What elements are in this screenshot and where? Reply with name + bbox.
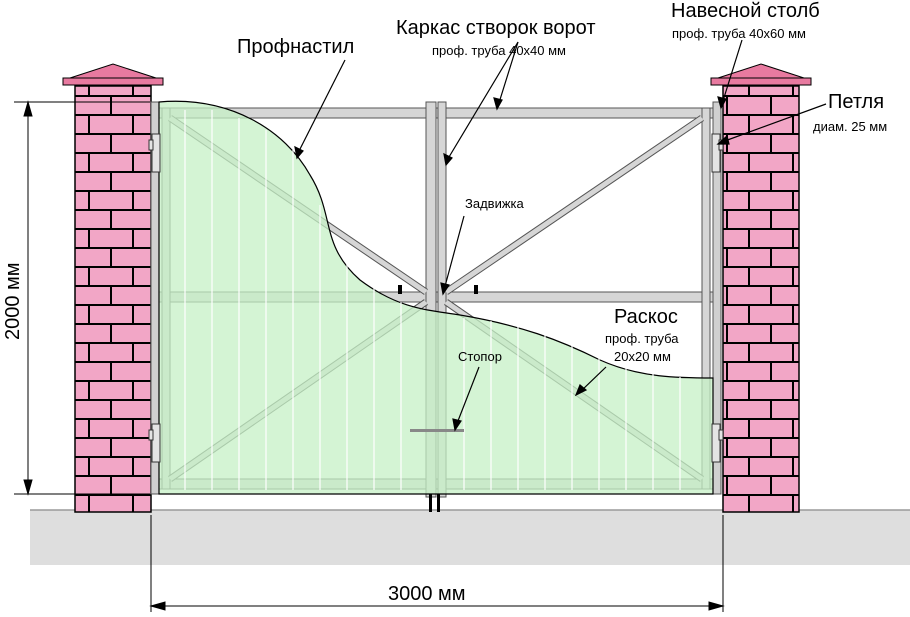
post-title: Навесной столб <box>671 0 820 22</box>
stopper-label: Стопор <box>458 349 502 364</box>
right-brick-post <box>710 63 812 513</box>
brace-title: Раскос <box>614 306 678 328</box>
ground <box>30 510 910 565</box>
frame-subtitle: проф. труба 40х40 мм <box>432 43 566 58</box>
sheet-label: Профнастил <box>237 36 354 58</box>
brace-subtitle-1: проф. труба <box>605 331 679 346</box>
hinge-subtitle: диам. 25 мм <box>813 119 887 134</box>
stopper-bar <box>410 429 464 432</box>
profiled-sheet <box>158 100 714 495</box>
hinge-icon <box>148 133 724 463</box>
latch-bolt-left <box>398 285 402 294</box>
width-dimension-label: 3000 мм <box>388 583 466 605</box>
left-brick-post <box>62 63 164 513</box>
stopper-pin <box>429 494 432 512</box>
latch-bolt-right <box>474 285 478 294</box>
hinge-title: Петля <box>828 91 884 113</box>
height-dimension <box>14 100 150 496</box>
leader-lines <box>294 39 827 432</box>
post-subtitle: проф. труба 40х60 мм <box>672 26 806 41</box>
width-dimension <box>149 515 725 612</box>
height-dimension-label: 2000 мм <box>2 262 24 340</box>
stopper-pin <box>437 494 440 512</box>
brace-subtitle-2: 20х20 мм <box>614 349 671 364</box>
latch-label: Задвижка <box>465 196 525 211</box>
frame-title: Каркас створок ворот <box>396 17 596 39</box>
